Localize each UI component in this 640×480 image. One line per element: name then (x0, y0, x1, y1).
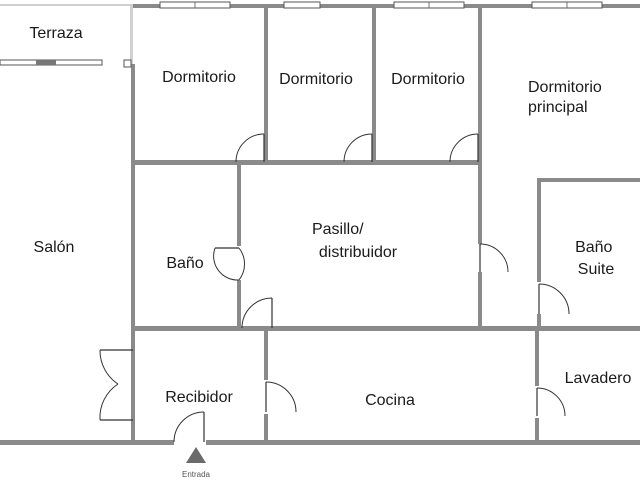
wall-top (132, 4, 640, 8)
wall-recibidor-right-lower (264, 414, 268, 442)
wall-pasillo-right-upper (478, 164, 482, 244)
wall-suite-left-lower (537, 314, 541, 330)
wall-bedrooms-bottom (132, 160, 480, 165)
label-pasillo-line1: Pasillo/ (312, 221, 364, 238)
label-dormitorio-principal-line2: principal (528, 99, 588, 116)
label-dormitorio-principal: Dormitorio principal (528, 79, 606, 116)
label-dormitorio-2: Dormitorio (279, 71, 353, 88)
wall-middle (132, 326, 640, 331)
door-bano[interactable] (213, 247, 245, 281)
door-dormitorio-2[interactable] (343, 133, 373, 163)
label-pasillo-line2: distribuidor (319, 244, 398, 261)
label-dormitorio-1: Dormitorio (162, 69, 236, 86)
wall-terrace-top (0, 4, 132, 6)
wall-dorm3-right (478, 4, 482, 164)
wall-recibidor-right-upper (264, 330, 268, 380)
door-dormitorio-3[interactable] (449, 133, 479, 163)
wall-dorm2-right (372, 4, 376, 164)
wall-suite-top (537, 178, 640, 182)
walls (0, 4, 640, 445)
label-bano-suite: Baño Suite (575, 239, 617, 278)
label-dormitorio-3: Dormitorio (391, 71, 465, 88)
door-salon[interactable] (99, 349, 133, 421)
room-labels: Terraza Dormitorio Dormitorio Dormitorio… (29, 25, 631, 409)
label-terraza: Terraza (29, 25, 82, 42)
wall-bano-right-upper (237, 164, 241, 246)
wall-dorm1-right (264, 4, 268, 164)
wall-bottom-right (206, 440, 640, 445)
wall-suite-left-upper (537, 178, 541, 282)
label-bano-suite-line2: Suite (578, 261, 615, 278)
label-lavadero: Lavadero (565, 370, 632, 387)
wall-salon-right (131, 64, 135, 442)
door-dormitorio-1[interactable] (235, 133, 265, 163)
label-bano-suite-line1: Baño (575, 239, 612, 256)
windows (0, 1, 603, 68)
entrance-label: Entrada (182, 470, 211, 479)
label-recibidor: Recibidor (165, 389, 233, 406)
entrance-arrow-icon (186, 447, 206, 463)
label-dormitorio-principal-line1: Dormitorio (528, 79, 602, 96)
door-dormitorio-principal[interactable] (479, 243, 509, 273)
label-salon: Salón (34, 239, 75, 256)
door-entrada[interactable] (173, 411, 205, 443)
door-bano-suite[interactable] (538, 283, 570, 315)
wall-lavadero-left-lower (535, 418, 539, 442)
label-bano: Baño (166, 255, 203, 272)
door-cocina[interactable] (265, 381, 297, 413)
doors (99, 133, 570, 443)
wall-bottom-left (0, 440, 174, 445)
label-cocina: Cocina (365, 392, 415, 409)
wall-lavadero-left-upper (535, 330, 539, 386)
wall-terrace-side (130, 4, 133, 64)
window-dorm2 (283, 1, 321, 9)
wall-pasillo-right-lower (478, 272, 482, 330)
terrace-post (123, 59, 132, 68)
door-pasillo-lower[interactable] (241, 297, 273, 329)
wall-bano-right-lower (237, 280, 241, 330)
door-lavadero[interactable] (536, 387, 566, 417)
label-pasillo: Pasillo/ distribuidor (312, 221, 398, 261)
